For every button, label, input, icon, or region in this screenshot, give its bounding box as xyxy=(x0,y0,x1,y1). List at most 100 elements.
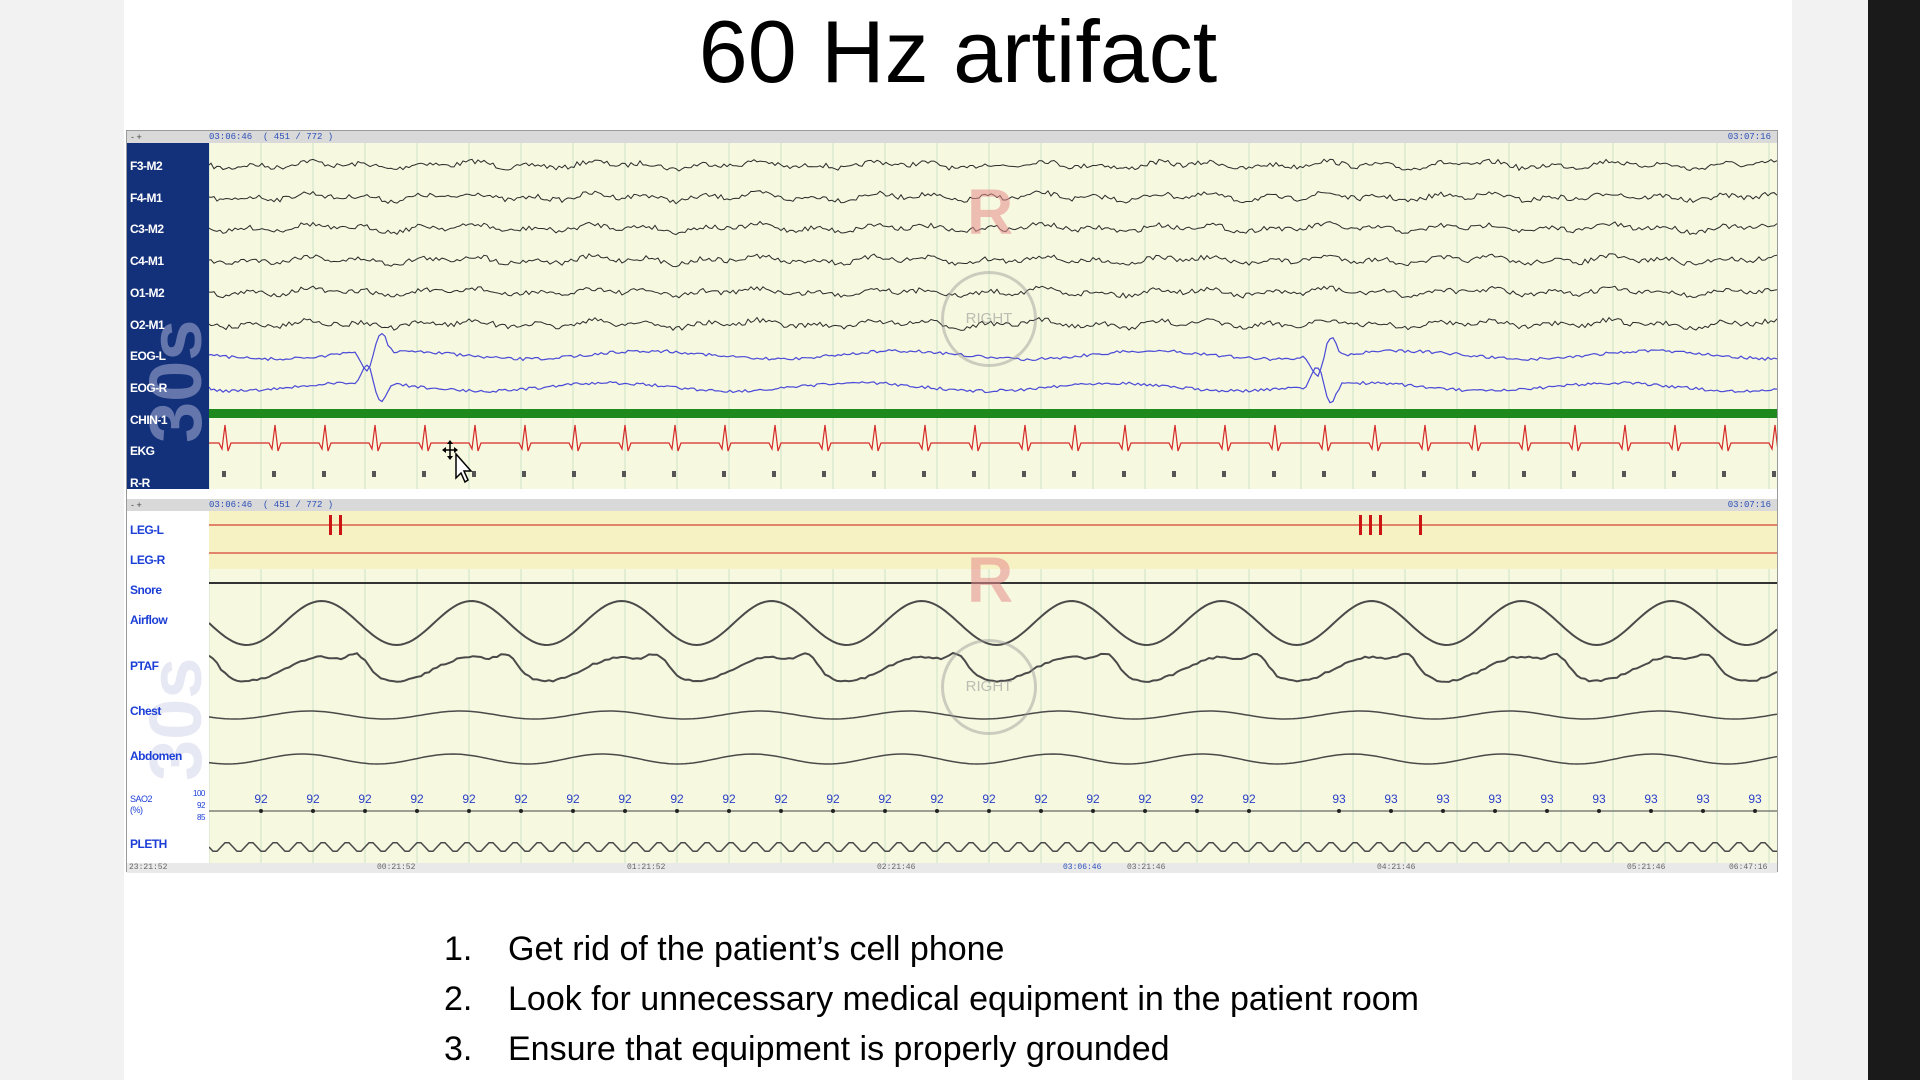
rr-marker xyxy=(1022,471,1026,477)
channel-label-c4-m1[interactable]: C4-M1 xyxy=(130,254,164,268)
eeg-trace xyxy=(209,190,1777,205)
sao2-scale-bottom: 85 xyxy=(197,813,205,822)
sao2-point xyxy=(1649,809,1653,813)
recording-timeline[interactable]: 23:21:52 00:21:52 01:21:52 02:21:46 03:0… xyxy=(127,863,1777,873)
channel-label-abdomen[interactable]: Abdomen xyxy=(130,749,182,763)
sao2-point xyxy=(1195,809,1199,813)
ekg-trace xyxy=(209,424,1777,452)
sao2-point xyxy=(1545,809,1549,813)
channel-label-ekg[interactable]: EKG xyxy=(130,444,155,458)
sao2-point xyxy=(1091,809,1095,813)
sao2-reading: 92 xyxy=(254,792,268,806)
panel-zoom-controls[interactable]: - + xyxy=(131,500,142,510)
channel-label-o2-m1[interactable]: O2-M1 xyxy=(130,318,165,332)
rr-marker xyxy=(1222,471,1226,477)
panel-header: - + 03:06:46 ( 451 / 772 ) 03:07:16 xyxy=(127,499,1777,511)
sao2-scale-top: 100 xyxy=(193,789,205,798)
channel-label-chin-1[interactable]: CHIN-1 xyxy=(130,413,168,427)
sao2-reading: 92 xyxy=(358,792,372,806)
channel-label-eog-r[interactable]: EOG-R xyxy=(130,381,167,395)
psg-recording: - + 03:06:46 ( 451 / 772 ) 03:07:16 30s … xyxy=(126,130,1778,873)
channel-label-f3-m2[interactable]: F3-M2 xyxy=(130,159,163,173)
timeline-current: 03:06:46 xyxy=(1063,863,1102,872)
right-nav-button[interactable]: RIGHT xyxy=(941,271,1037,367)
rr-marker xyxy=(872,471,876,477)
channel-label-ptaf[interactable]: PTAF xyxy=(130,659,159,673)
sao2-point xyxy=(1389,809,1393,813)
sao2-reading: 92 xyxy=(878,792,892,806)
eeg-trace xyxy=(209,158,1777,172)
step-text: Ensure that equipment is properly ground… xyxy=(508,1030,1170,1068)
rr-marker xyxy=(1622,471,1626,477)
sao2-point xyxy=(1337,809,1341,813)
sao2-point xyxy=(467,809,471,813)
step-item: 1.Get rid of the patient’s cell phone xyxy=(444,924,1419,974)
rr-marker xyxy=(1472,471,1476,477)
eeg-trace xyxy=(209,253,1777,268)
right-nav-button[interactable]: RIGHT xyxy=(941,639,1037,735)
sao2-reading: 92 xyxy=(514,792,528,806)
rr-marker xyxy=(1522,471,1526,477)
sao2-point xyxy=(259,809,263,813)
sao2-reading: 93 xyxy=(1696,792,1710,806)
channel-label-eog-l[interactable]: EOG-L xyxy=(130,349,166,363)
channel-label-c3-m2[interactable]: C3-M2 xyxy=(130,222,164,236)
step-number: 2. xyxy=(444,980,473,1018)
channel-label-airflow[interactable]: Airflow xyxy=(130,613,168,627)
epoch-time: 03:06:46 xyxy=(209,500,253,510)
step-item: 2.Look for unnecessary medical equipment… xyxy=(444,974,1419,1024)
rr-marker xyxy=(772,471,776,477)
epoch-index: ( 451 / 772 ) xyxy=(263,132,334,142)
sao2-reading: 93 xyxy=(1488,792,1502,806)
rr-marker xyxy=(1772,471,1776,477)
sao2-reading: 92 xyxy=(566,792,580,806)
sao2-point xyxy=(675,809,679,813)
right-nav-label: RIGHT xyxy=(965,678,1013,695)
sao2-reading: 92 xyxy=(1242,792,1256,806)
sao2-point xyxy=(623,809,627,813)
sao2-reading: 92 xyxy=(722,792,736,806)
slide-title: 60 Hz artifact xyxy=(698,2,1218,101)
rr-marker xyxy=(1122,471,1126,477)
timeline-tick: 04:21:46 xyxy=(1377,863,1416,872)
rr-marker xyxy=(922,471,926,477)
step-item: 3. Ensure that equipment is properly grou… xyxy=(444,1024,1419,1074)
sao2-point xyxy=(1039,809,1043,813)
step-number: 1. xyxy=(444,930,473,968)
channel-label-snore[interactable]: Snore xyxy=(130,583,162,597)
move-cursor-icon xyxy=(442,440,473,484)
channel-label-pleth[interactable]: PLETH xyxy=(130,837,167,851)
epoch-end-time: 03:07:16 xyxy=(1727,132,1771,142)
panel-zoom-controls[interactable]: - + xyxy=(131,132,142,142)
timeline-tick: 03:21:46 xyxy=(1127,863,1166,872)
channel-label-f4-m1[interactable]: F4-M1 xyxy=(130,191,163,205)
eeg-trace xyxy=(209,220,1777,236)
channel-label-r-r[interactable]: R-R xyxy=(130,476,150,490)
eeg-waveform-area xyxy=(209,143,1777,489)
rr-marker xyxy=(1072,471,1076,477)
channel-label-o1-m2[interactable]: O1-M2 xyxy=(130,286,165,300)
sao2-reading: 92 xyxy=(462,792,476,806)
leg-burst xyxy=(329,515,332,535)
sao2-reading: 92 xyxy=(1138,792,1152,806)
sao2-point xyxy=(1247,809,1251,813)
rr-marker xyxy=(472,471,476,477)
rr-marker xyxy=(1372,471,1376,477)
rr-marker xyxy=(1422,471,1426,477)
sao2-point xyxy=(363,809,367,813)
channel-label-leg-r[interactable]: LEG-R xyxy=(130,553,165,567)
rr-marker xyxy=(1172,471,1176,477)
channel-label-sao2[interactable]: SAO2 xyxy=(130,794,153,804)
sao2-scale-mid: 92 xyxy=(197,801,205,810)
leg-burst xyxy=(339,515,342,535)
rr-marker xyxy=(972,471,976,477)
sao2-point xyxy=(1493,809,1497,813)
sao2-point xyxy=(519,809,523,813)
sao2-point xyxy=(1753,809,1757,813)
step-number: 3. xyxy=(444,1030,473,1068)
channel-label-chest[interactable]: Chest xyxy=(130,704,161,718)
sao2-reading: 92 xyxy=(670,792,684,806)
channel-label-leg-l[interactable]: LEG-L xyxy=(130,523,164,537)
rr-marker xyxy=(1722,471,1726,477)
leg-burst xyxy=(1369,515,1372,535)
